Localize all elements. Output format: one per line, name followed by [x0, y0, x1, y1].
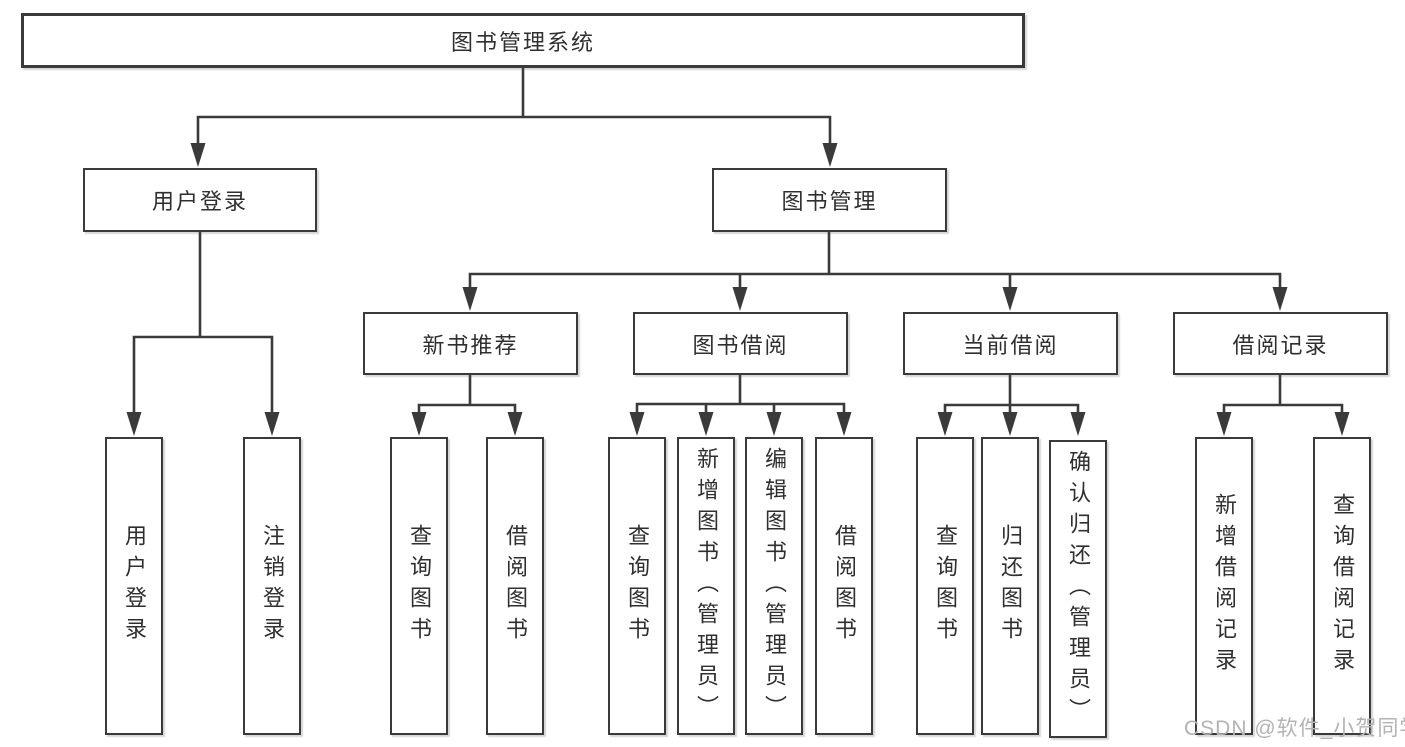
leaf-logout: 注销登录: [243, 437, 301, 735]
leaf-edit-books-admin: 编辑图书（管理员）: [745, 437, 803, 735]
leaf-add-borrow-record: 新增借阅记录: [1195, 437, 1253, 735]
leaf-query-books-recommend: 查询图书: [390, 437, 448, 735]
node-book-management: 图书管理: [712, 168, 947, 232]
leaf-query-borrow-record: 查询借阅记录: [1313, 437, 1371, 735]
leaf-confirm-return-admin: 确认归还（管理员）: [1049, 440, 1107, 738]
leaf-borrow-books-recommend: 借阅图书: [486, 437, 544, 735]
node-borrow-records: 借阅记录: [1173, 312, 1388, 375]
leaf-borrow-books: 借阅图书: [815, 437, 873, 735]
leaf-user-login: 用户登录: [105, 437, 163, 735]
arrowheads: [126, 143, 1350, 436]
leaf-add-books-admin: 新增图书（管理员）: [677, 437, 735, 735]
node-user-login: 用户登录: [83, 168, 317, 232]
leaf-return-books: 归还图书: [981, 437, 1039, 735]
csdn-watermark: CSDN @软件_小贺同学: [1184, 717, 1405, 740]
node-book-borrow: 图书借阅: [633, 312, 848, 375]
node-library-management-system: 图书管理系统: [21, 13, 1025, 68]
leaf-query-books-borrow: 查询图书: [608, 437, 666, 735]
node-current-borrow: 当前借阅: [903, 312, 1118, 375]
leaf-query-books-current: 查询图书: [916, 437, 974, 735]
node-new-book-recommend: 新书推荐: [363, 312, 578, 375]
